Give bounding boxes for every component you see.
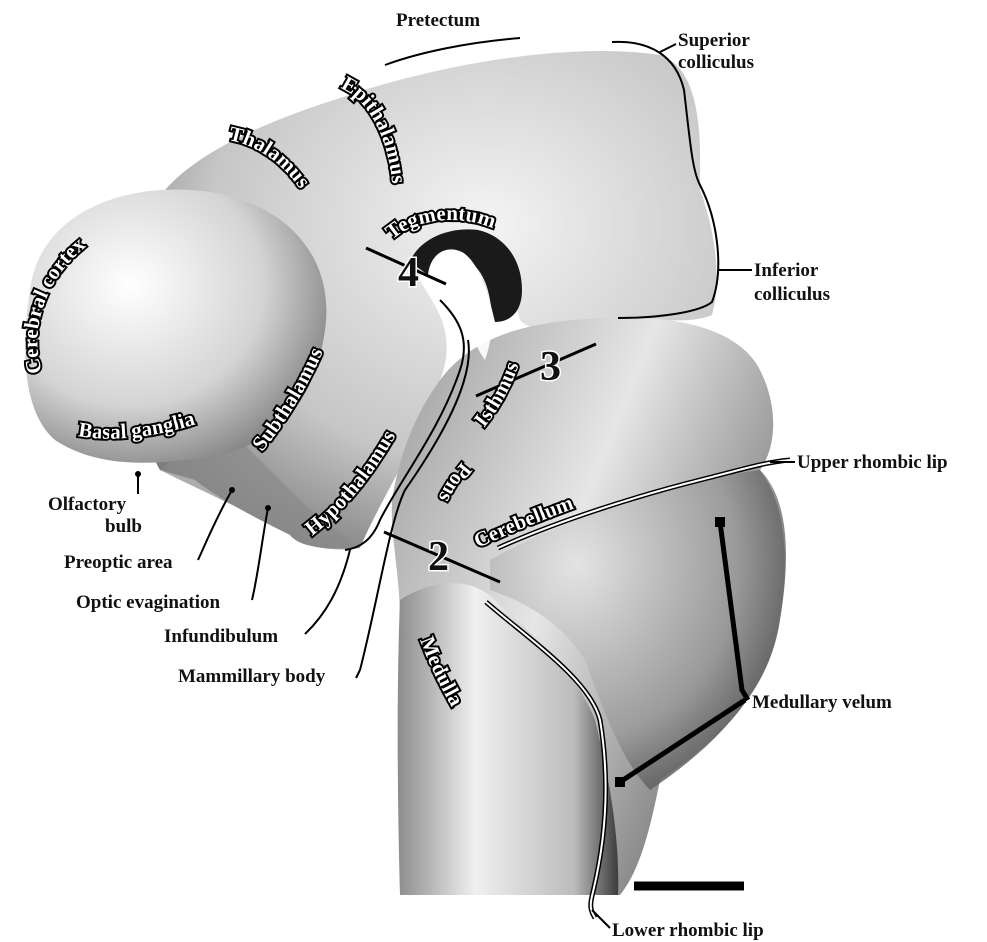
optic-evagination-leader [252, 508, 268, 600]
preoptic-area-leader [198, 490, 232, 560]
infundibulum-label: Infundibulum [164, 626, 278, 647]
olfactory-bulb-label-line1: Olfactory [48, 494, 127, 515]
infundibulum-leader [305, 550, 350, 634]
boundary-number-3: 3 [540, 344, 561, 390]
medullary-velum-marker-a [715, 517, 725, 527]
upper-rhombic-lip-label: Upper rhombic lip [797, 452, 948, 473]
preoptic-area-dot [229, 487, 235, 493]
optic-evagination-dot [265, 505, 271, 511]
superior-colliculus-label-line2: colliculus [678, 52, 754, 73]
inferior-colliculus-label-line1: Inferior [754, 260, 819, 281]
boundary-number-4: 4 [398, 250, 419, 296]
inferior-colliculus-label-line2: colliculus [754, 284, 830, 305]
mammillary-body-leader [356, 670, 360, 678]
superior-colliculus-label-line1: Superior [678, 30, 750, 51]
lower-rhombic-lip-label: Lower rhombic lip [612, 920, 764, 941]
olfactory-bulb-label-line2: bulb [105, 516, 142, 537]
lower-rhombic-lip-leader [592, 910, 610, 928]
medullary-velum-label: Medullary velum [752, 692, 892, 713]
superior-colliculus-leader [660, 44, 676, 52]
mammillary-body-label: Mammillary body [178, 666, 326, 687]
preoptic-area-label: Preoptic area [64, 552, 173, 573]
optic-evagination-label: Optic evagination [76, 592, 221, 613]
pretectum-label: Pretectum [396, 10, 480, 31]
olfactory-bulb-dot [135, 471, 141, 477]
boundary-number-2: 2 [428, 534, 449, 580]
medullary-velum-marker-b [615, 777, 625, 787]
